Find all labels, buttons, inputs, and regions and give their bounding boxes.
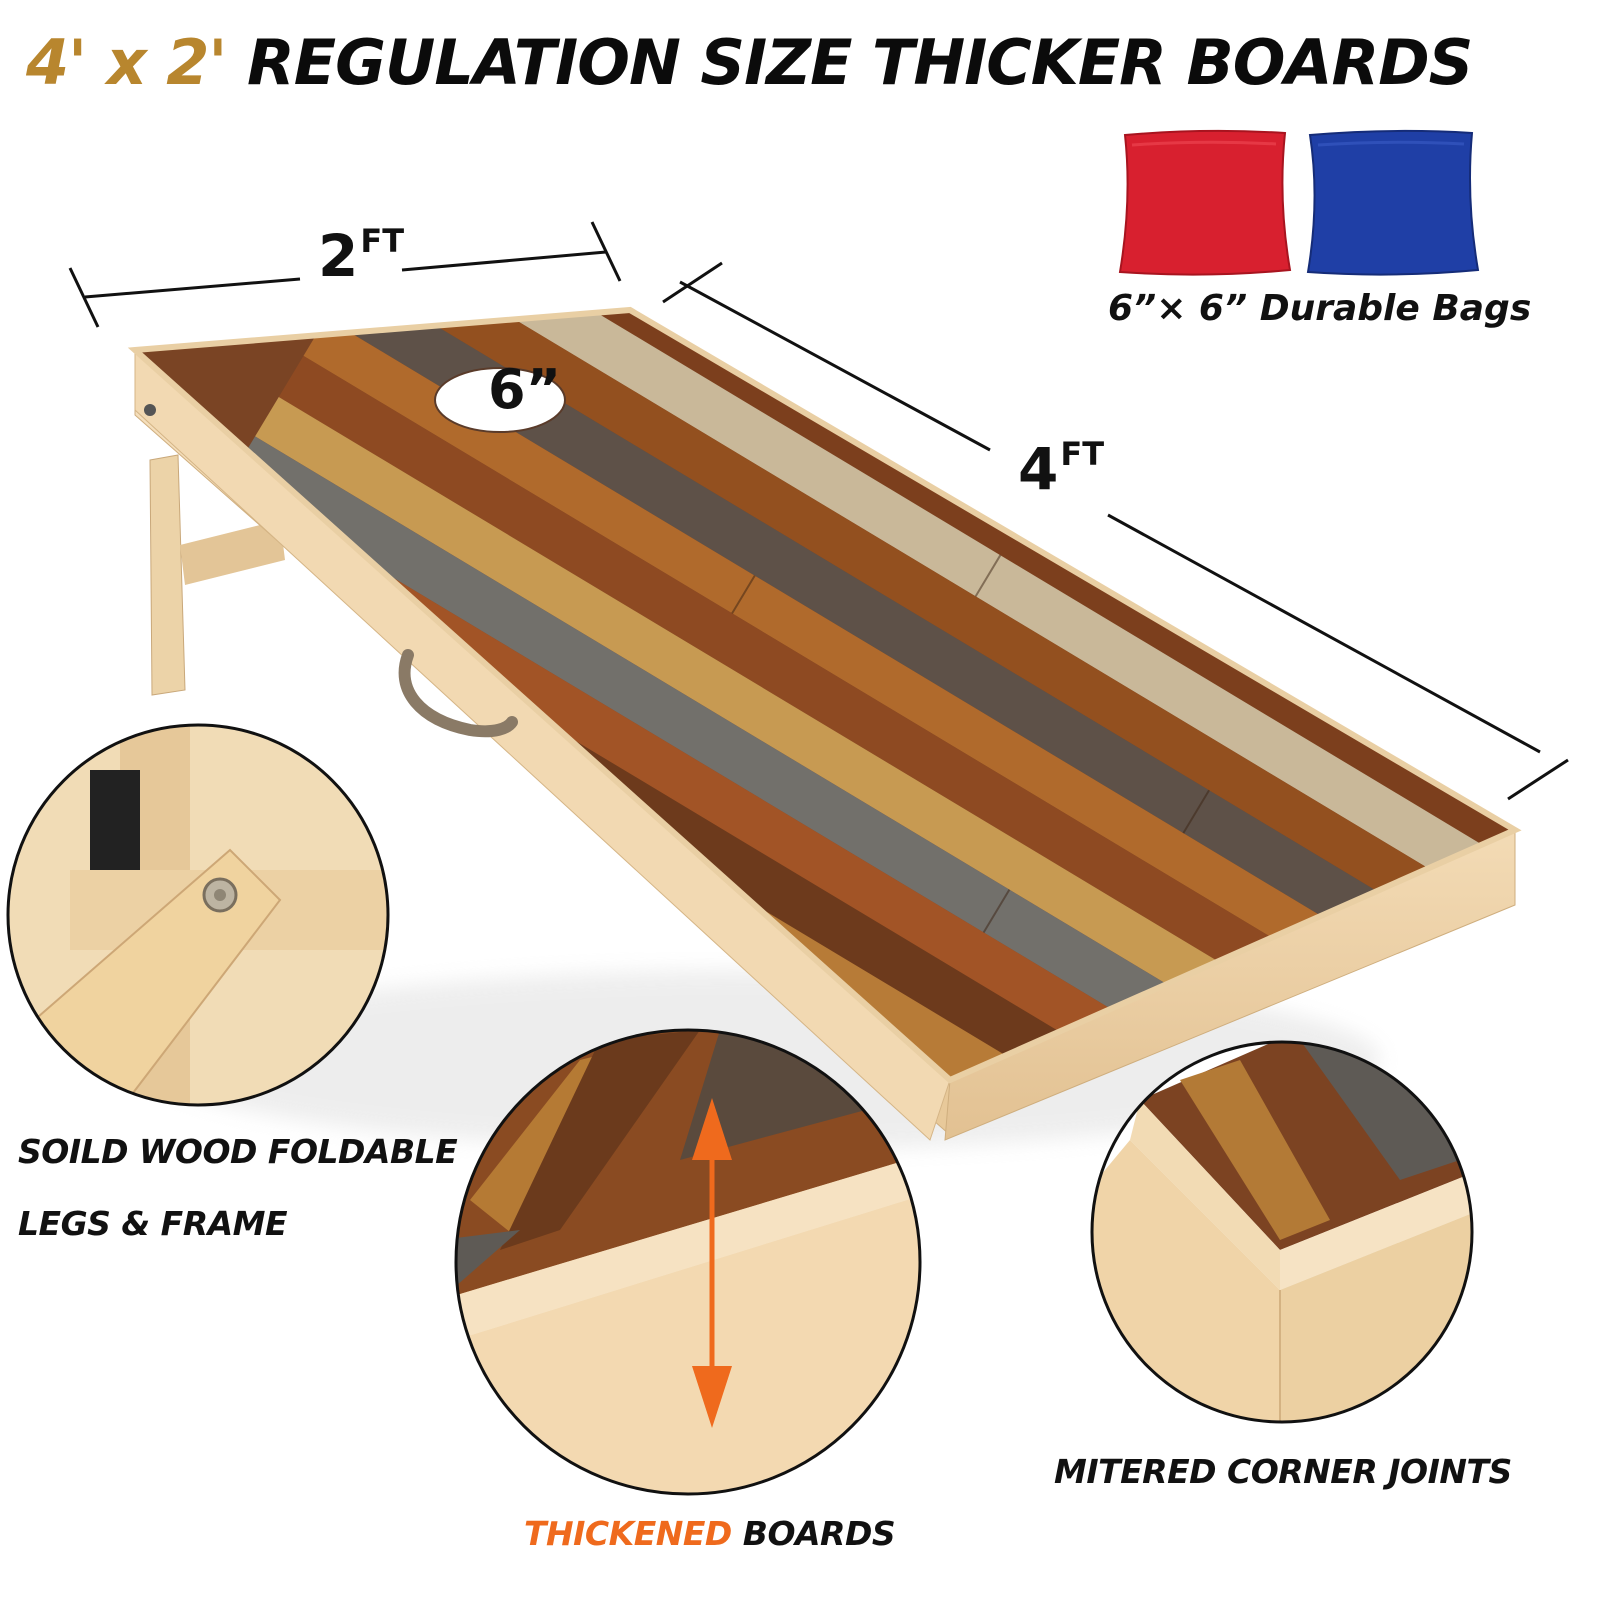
thickened-rest: BOARDS [731, 1514, 896, 1553]
thickened-caption: THICKENED BOARDS [524, 1514, 896, 1553]
hole-size-label: 6” [488, 358, 562, 421]
thickened-accent: THICKENED [524, 1514, 732, 1553]
width-unit: FT [360, 222, 405, 260]
thickness-detail-circle [454, 1028, 922, 1496]
length-value: 4 [1018, 435, 1059, 503]
legs-detail-circle [6, 723, 390, 1107]
mitered-corner-circle [1090, 1040, 1474, 1424]
length-dimension-line [662, 261, 1569, 801]
legs-caption-line1: SOILD WOOD FOLDABLE [18, 1132, 458, 1171]
bags-caption: 6”× 6” Durable Bags [1108, 288, 1532, 329]
mitered-caption: MITERED CORNER JOINTS [1054, 1452, 1512, 1491]
headline-size: 4' x 2' [26, 26, 227, 99]
legs-caption-line2: LEGS & FRAME [18, 1204, 288, 1243]
rope-handle [398, 649, 518, 738]
width-value: 2 [318, 222, 359, 290]
length-unit: FT [1060, 435, 1105, 473]
headline: 4' x 2' REGULATION SIZE THICKER BOARDS [26, 18, 1586, 108]
length-label: 4FT [1018, 435, 1104, 503]
headline-text: REGULATION SIZE THICKER BOARDS [247, 26, 1473, 99]
blue-bag [1306, 129, 1480, 276]
red-bag [1118, 129, 1292, 276]
board-hole [434, 367, 566, 433]
thickness-arrow [692, 1098, 732, 1428]
width-dimension-line [68, 221, 622, 328]
width-label: 2FT [318, 222, 404, 290]
board-legs [149, 454, 285, 696]
